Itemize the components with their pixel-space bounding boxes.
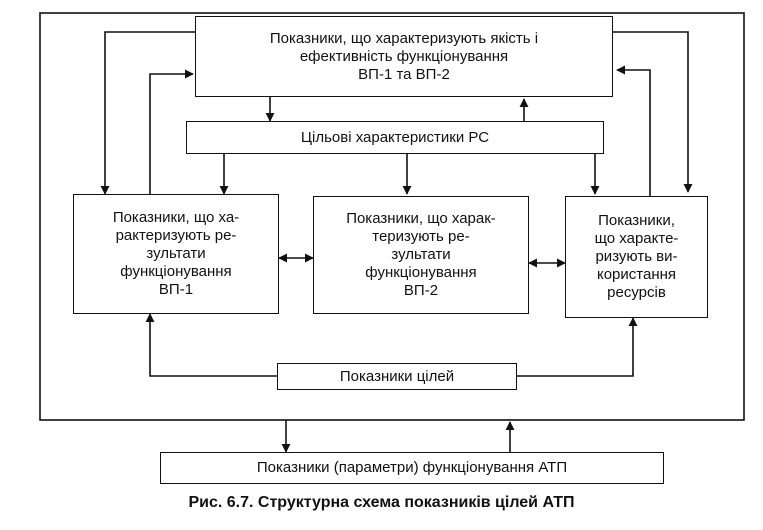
vp1-results-box: Показники, що ха- рактеризують ре- зульт… — [73, 194, 279, 314]
outer-frame — [39, 12, 745, 421]
arrow-quality-to-resources — [613, 31, 693, 193]
quality-indicators-label: Показники, що характеризують якість і еф… — [269, 29, 539, 83]
resource-usage-box: Показники, що характе- ризують ви- корис… — [565, 196, 708, 318]
goals-indicators-box: Показники цілей — [277, 363, 517, 390]
arrow-goals-to-vp1 — [145, 313, 277, 377]
target-characteristics-box: Цільові характеристики РС — [186, 121, 604, 154]
vp1-results-label: Показники, що ха- рактеризують ре- зульт… — [112, 209, 240, 298]
quality-indicators-box: Показники, що характеризують якість і еф… — [195, 16, 613, 97]
arrow-resources-to-quality — [616, 65, 651, 196]
resource-usage-label: Показники, що характе- ризують ви- корис… — [594, 212, 679, 301]
atp-parameters-label: Показники (параметри) функціонування АТП — [256, 459, 568, 476]
goals-indicators-label: Показники цілей — [339, 367, 455, 385]
arrow-vp1-to-quality — [149, 69, 194, 194]
arrow-quality-to-vp1 — [100, 31, 195, 195]
arrow-goals-to-resources — [517, 317, 638, 377]
atp-parameters-box: Показники (параметри) функціонування АТП — [160, 452, 664, 484]
target-characteristics-label: Цільові характеристики РС — [300, 128, 490, 146]
figure-caption: Рис. 6.7. Структурна схема показників ці… — [188, 494, 575, 511]
vp2-results-box: Показники, що харак- теризують ре- зульт… — [313, 196, 529, 314]
vp2-results-label: Показники, що харак- теризують ре- зульт… — [346, 210, 496, 299]
